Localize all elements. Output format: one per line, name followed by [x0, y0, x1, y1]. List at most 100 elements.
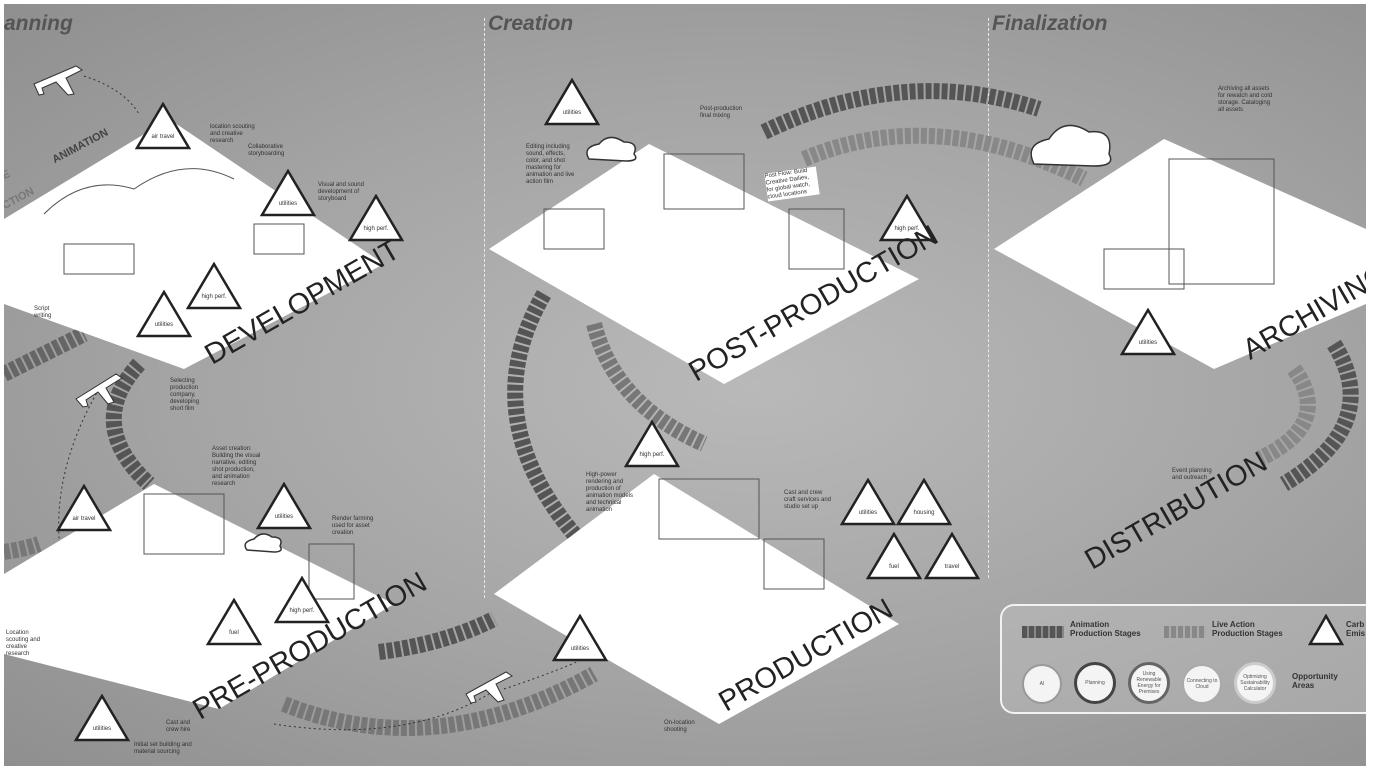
airplane-icon [33, 65, 83, 96]
utilities-triangle: utilities [256, 482, 312, 530]
travel-triangle: travel [924, 532, 980, 580]
development-platform [4, 119, 384, 369]
note-editing: Editing including sound, effects, color,… [526, 144, 575, 185]
rack-sketch [308, 543, 355, 600]
utilities-triangle: utilities [136, 290, 192, 338]
svg-text:travel: travel [945, 564, 960, 570]
path-segment [586, 321, 708, 452]
note-initial-set: Initial set building and material sourci… [134, 742, 192, 755]
utilities-triangle: utilities [552, 614, 608, 662]
svg-text:fuel: fuel [889, 564, 899, 570]
archiving-platform [994, 139, 1366, 369]
production-platform [494, 474, 899, 724]
svg-text:utilities: utilities [571, 646, 589, 652]
svg-text:high perf.: high perf. [894, 226, 919, 232]
svg-text:housing: housing [913, 510, 934, 516]
path-segment [4, 536, 42, 560]
note-collab-storyboarding: Collaborative storyboarding [248, 144, 285, 157]
carbon-emissions-label: Carb Emis [1346, 620, 1366, 638]
opportunity-cloud-icon: Connecting to Cloud [1182, 664, 1222, 704]
svg-text:high perf.: high perf. [289, 608, 314, 614]
air-travel-triangle: air travel [135, 102, 191, 150]
housing-triangle: housing [896, 478, 952, 526]
note-location-scouting-2: Location scouting and creative research [6, 630, 41, 657]
legend: Animation Production Stages Live Action … [1000, 604, 1366, 714]
opportunity-areas-label: Opportunity Areas [1292, 672, 1338, 690]
svg-text:utilities: utilities [93, 726, 111, 732]
live-action-stages-label: Live Action Production Stages [1212, 620, 1283, 638]
flight-trail [273, 693, 490, 731]
svg-text:utilities: utilities [279, 201, 297, 207]
phase-finalization-title: Finalization [992, 12, 1108, 35]
building-sketch [543, 208, 605, 250]
svg-text:utilities: utilities [155, 322, 173, 328]
note-archiving-assets: Archiving all assets for rewatch and col… [1218, 86, 1273, 113]
note-location-scouting: location scouting and creative research [210, 124, 255, 144]
svg-text:utilities: utilities [275, 514, 293, 520]
production-pipeline-diagram: anning Creation Finalization [4, 4, 1366, 766]
note-selecting-company: Selecting production company, developing… [170, 378, 200, 412]
rack-sketch [788, 208, 845, 270]
path-segment [1255, 364, 1316, 467]
hpc-triangle: high perf. [879, 194, 935, 242]
building-sketch [663, 153, 745, 210]
air-travel-triangle: air travel [56, 484, 112, 532]
svg-text:high perf.: high perf. [201, 294, 226, 300]
desk-sketch [63, 243, 135, 275]
airplane-icon [75, 373, 123, 408]
utilities-triangle: utilities [840, 478, 896, 526]
cloud-icon [586, 136, 637, 162]
diagram-graphics [4, 65, 1366, 736]
path-segment [760, 83, 1042, 140]
opportunity-calculator-icon: Optimizing Sustainability Calculator [1234, 662, 1276, 704]
fuel-triangle: fuel [206, 598, 262, 646]
phase-divider [484, 18, 485, 598]
path-segment [4, 326, 88, 382]
flight-trail [83, 75, 140, 115]
trailer-sketch [763, 538, 825, 590]
note-on-location-shooting: On-location shooting [664, 720, 695, 733]
building-sketch [143, 493, 225, 555]
desk-sketch [253, 223, 305, 255]
note-asset-creation: Asset creation: Building the visual narr… [212, 446, 261, 487]
cloud-icon [1030, 124, 1112, 167]
svg-text:high perf.: high perf. [363, 226, 388, 232]
emission-triangle-swatch [1308, 614, 1344, 646]
airplane-icon [465, 671, 513, 704]
svg-text:fuel: fuel [229, 630, 239, 636]
hpc-triangle: high perf. [186, 262, 242, 310]
note-cast-crew-hire: Cast and crew hire [166, 720, 191, 733]
utilities-triangle: utilities [74, 694, 130, 742]
opportunity-planning-icon: Planning [1074, 662, 1116, 704]
hpc-triangle: high perf. [274, 576, 330, 624]
note-event-planning: Event planning and outreach [1172, 468, 1212, 481]
note-post-final-mixing: Post-production final mixing [700, 106, 743, 119]
svg-text:air travel: air travel [151, 134, 174, 140]
svg-text:utilities: utilities [563, 110, 581, 116]
animation-stages-label: Animation Production Stages [1070, 620, 1141, 638]
note-render-farming: Render farming used for asset creation [332, 516, 374, 536]
cloud-icon [244, 533, 282, 553]
flight-trail [503, 653, 595, 690]
phase-planning-title: anning [4, 12, 73, 35]
hpc-triangle: high perf. [624, 420, 680, 468]
utilities-triangle: utilities [260, 169, 316, 217]
post-production-platform [489, 144, 919, 384]
path-segment [105, 358, 155, 490]
path-segment [507, 289, 581, 540]
path-segment [1279, 339, 1359, 491]
server-wall-sketch [658, 478, 760, 540]
path-segment [378, 611, 498, 660]
animation-stages-swatch [1022, 626, 1064, 638]
desk-sketch [1103, 248, 1185, 290]
path-segment [281, 667, 598, 736]
svg-text:utilities: utilities [1139, 340, 1157, 346]
svg-text:utilities: utilities [859, 510, 877, 516]
fuel-triangle: fuel [866, 532, 922, 580]
note-visual-storyboard: Visual and sound development of storyboa… [318, 182, 364, 202]
opportunity-renewable-energy-icon: Using Renewable Energy for Premises [1128, 662, 1170, 704]
utilities-triangle: utilities [1120, 308, 1176, 356]
archive-shelves-sketch [1168, 158, 1275, 285]
utilities-triangle: utilities [544, 78, 600, 126]
live-action-stages-swatch [1164, 626, 1206, 638]
